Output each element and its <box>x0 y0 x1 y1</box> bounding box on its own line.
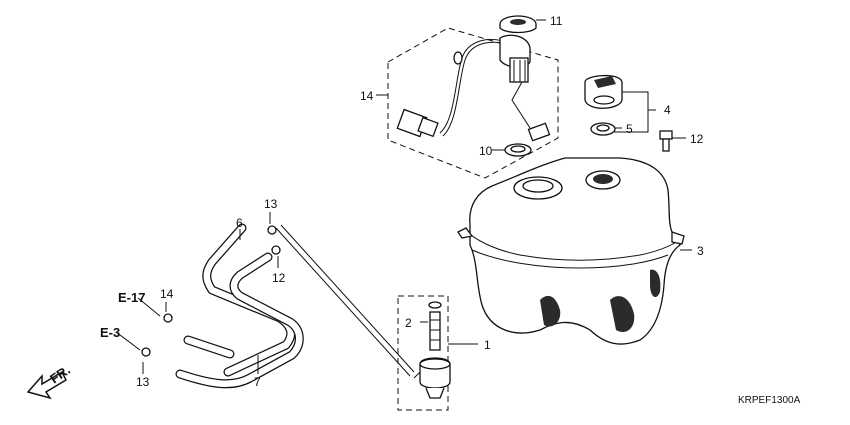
callout-10: 11 <box>550 14 563 28</box>
callout-13a: 13 <box>264 197 278 211</box>
flange-bolt <box>659 130 673 152</box>
callout-labels: 11 14 10 4 5 12 3 6 13 12 14 13 7 2 1 E-… <box>100 14 801 406</box>
callout-5: 5 <box>626 122 633 136</box>
reference-e3: E-3 <box>100 325 120 340</box>
callout-12a: 12 <box>272 271 286 285</box>
callout-13b: 14 <box>160 287 174 301</box>
callout-4: 4 <box>664 103 671 117</box>
packing-9 <box>504 143 532 157</box>
fuel-gauge-cap <box>499 15 537 34</box>
reference-e17: E-17 <box>118 290 145 305</box>
cap-packing <box>590 122 616 136</box>
fuel-gauge-unit <box>387 27 559 179</box>
callout-11: 12 <box>690 132 704 146</box>
breather-hose-7 <box>175 252 304 389</box>
callout-1: 1 <box>484 338 491 352</box>
fuel-tank <box>457 157 685 345</box>
fuel-tube <box>275 224 415 377</box>
callout-6: 6 <box>236 216 243 230</box>
leader-lines <box>115 19 692 374</box>
callout-3: 3 <box>697 244 704 258</box>
hose-clips <box>141 225 281 357</box>
callout-14: 14 <box>360 89 374 103</box>
drawing-code: KRPEF1300A <box>738 395 801 406</box>
callout-9: 10 <box>479 144 493 158</box>
callout-12b: 13 <box>136 375 150 389</box>
callout-7: 7 <box>254 375 261 389</box>
front-direction-arrow: FR. <box>26 362 73 400</box>
fuel-cock <box>397 295 451 411</box>
callout-2: 2 <box>405 316 412 330</box>
fuel-filler-cap <box>584 74 623 109</box>
